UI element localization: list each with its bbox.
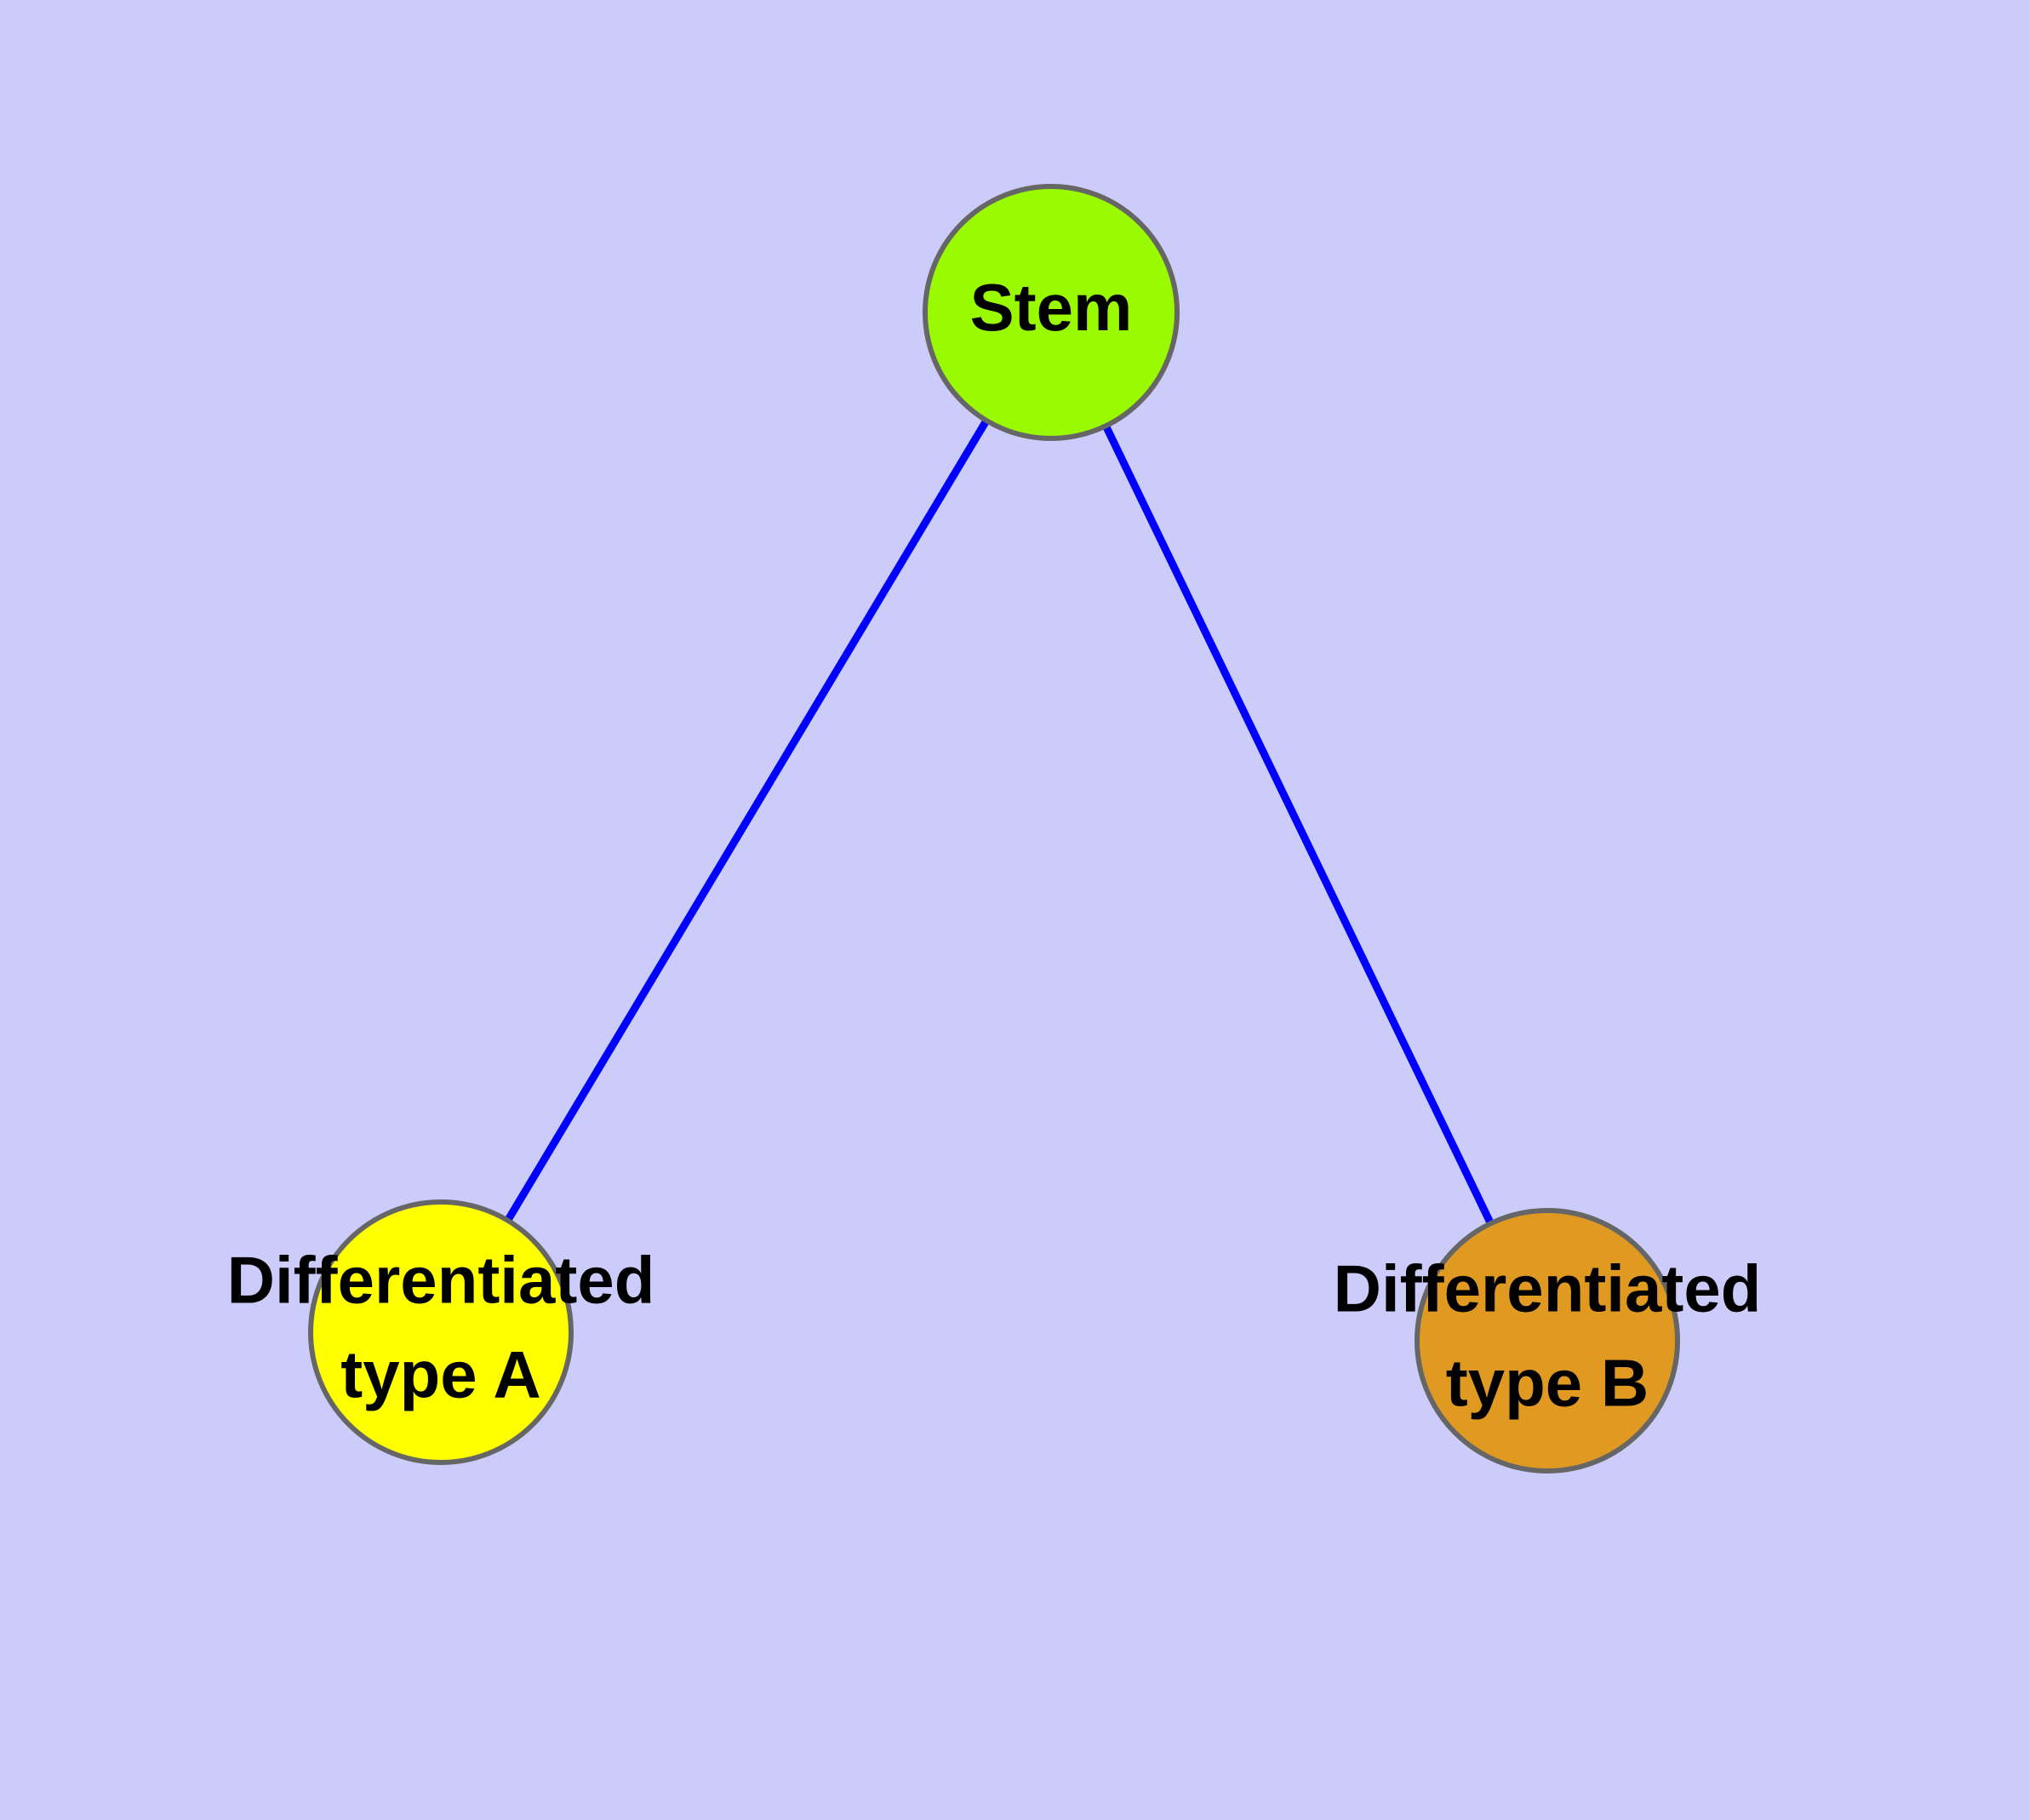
- node-differentiated-type-a-circle[interactable]: [308, 1199, 574, 1465]
- node-stem[interactable]: Stem: [923, 184, 1180, 441]
- node-differentiated-type-b-circle[interactable]: [1415, 1208, 1680, 1474]
- edge-stem-to-diff-b[interactable]: [1099, 418, 1498, 1232]
- edge-stem-to-diff-a[interactable]: [500, 412, 993, 1228]
- edge-layer: [500, 412, 1498, 1232]
- node-stem-circle[interactable]: [923, 184, 1180, 441]
- node-stem-label: Stem: [970, 270, 1133, 345]
